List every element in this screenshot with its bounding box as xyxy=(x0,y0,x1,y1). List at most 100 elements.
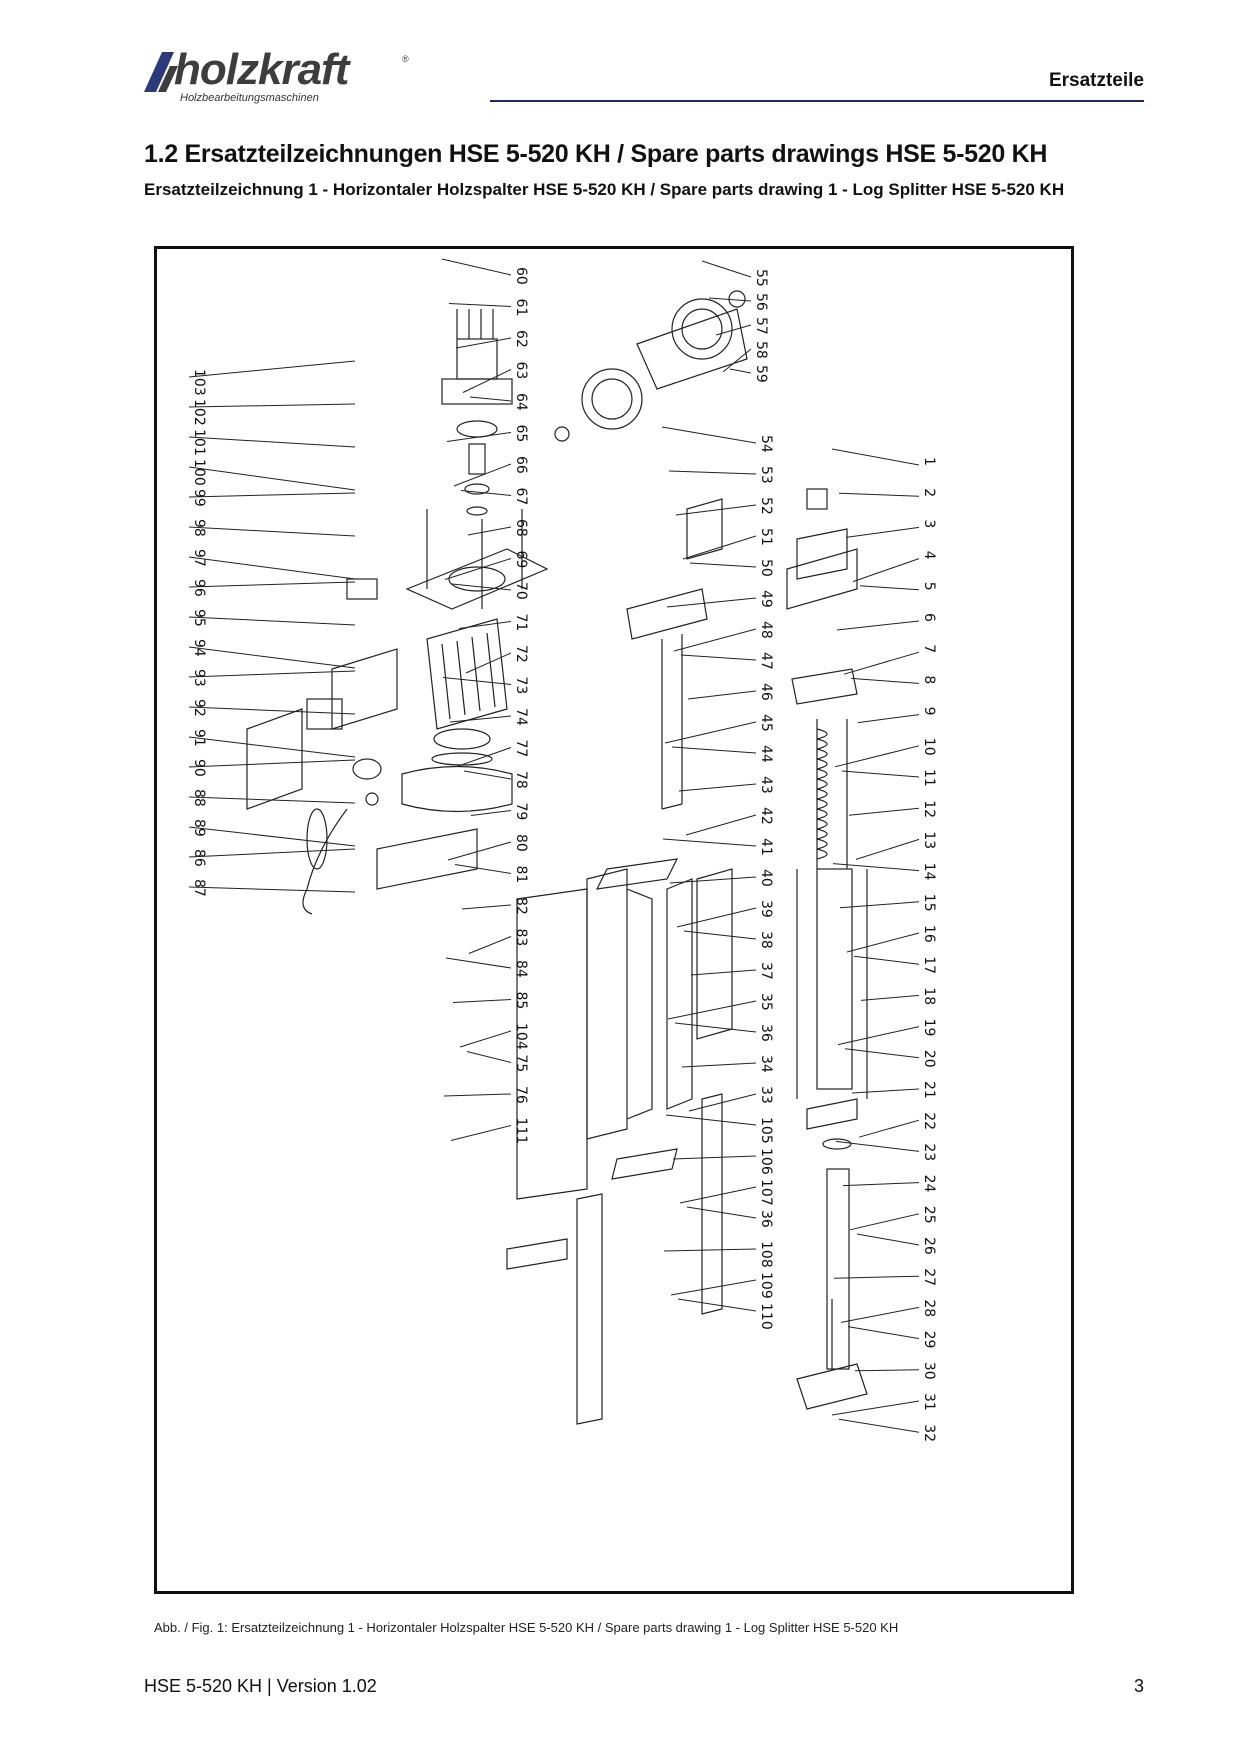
svg-text:64: 64 xyxy=(513,393,529,411)
svg-text:1: 1 xyxy=(921,457,937,466)
svg-text:51: 51 xyxy=(758,528,774,546)
part-number-79: 79 xyxy=(470,803,529,821)
page-subheading: Ersatzteilzeichnung 1 - Horizontaler Hol… xyxy=(144,180,1065,199)
svg-text:3: 3 xyxy=(921,519,937,528)
svg-text:54: 54 xyxy=(758,435,774,453)
part-number-24: 24 xyxy=(842,1175,937,1193)
leader-line-88 xyxy=(188,796,356,804)
svg-text:58: 58 xyxy=(753,341,769,359)
part-number-97: 97 xyxy=(188,549,356,580)
leader-line-33 xyxy=(688,1093,757,1112)
leader-line-31 xyxy=(831,1400,920,1416)
svg-text:82: 82 xyxy=(513,897,529,915)
leader-line-87 xyxy=(188,886,356,893)
svg-text:110: 110 xyxy=(758,1303,774,1330)
part-number-96: 96 xyxy=(188,579,356,597)
leader-line-13 xyxy=(855,838,920,860)
svg-text:21: 21 xyxy=(921,1081,937,1099)
part-number-86: 86 xyxy=(188,848,356,867)
part-number-63: 63 xyxy=(462,362,529,393)
part-number-3: 3 xyxy=(845,519,937,538)
part-number-69: 69 xyxy=(444,551,529,580)
part-number-18: 18 xyxy=(860,987,937,1005)
part-number-105: 105 xyxy=(665,1114,774,1144)
leader-line-92 xyxy=(188,706,356,715)
leader-line-36 xyxy=(674,1022,757,1033)
part-number-77: 77 xyxy=(456,740,529,767)
part-number-48: 48 xyxy=(673,621,774,652)
svg-text:47: 47 xyxy=(758,652,774,670)
svg-text:77: 77 xyxy=(513,740,529,758)
svg-text:104: 104 xyxy=(513,1023,529,1050)
leader-line-41 xyxy=(662,838,757,847)
part-number-5: 5 xyxy=(859,582,937,591)
svg-text:105: 105 xyxy=(758,1117,774,1144)
leader-line-94 xyxy=(188,646,356,669)
leader-line-69 xyxy=(444,558,512,580)
leader-line-98 xyxy=(188,526,356,537)
part-number-106: 106 xyxy=(672,1148,774,1175)
part-number-36: 36 xyxy=(686,1206,774,1228)
svg-text:74: 74 xyxy=(513,708,529,726)
leader-line-79 xyxy=(470,810,512,816)
part-number-10: 10 xyxy=(834,738,937,768)
leader-line-61 xyxy=(448,303,512,307)
leader-line-85 xyxy=(452,999,512,1003)
svg-text:90: 90 xyxy=(191,759,207,777)
part-number-73: 73 xyxy=(442,677,529,694)
svg-text:66: 66 xyxy=(513,456,529,474)
leader-line-108 xyxy=(663,1248,757,1252)
leader-line-97 xyxy=(188,556,356,580)
leader-line-73 xyxy=(442,677,512,685)
svg-text:49: 49 xyxy=(758,590,774,608)
section-title: Ersatzteile xyxy=(1048,70,1144,91)
svg-text:40: 40 xyxy=(758,869,774,887)
svg-text:14: 14 xyxy=(921,863,937,881)
leader-line-24 xyxy=(842,1182,920,1187)
svg-text:88: 88 xyxy=(191,789,207,807)
svg-text:56: 56 xyxy=(753,293,769,311)
svg-text:29: 29 xyxy=(921,1331,937,1349)
leader-line-6 xyxy=(836,620,920,631)
part-number-16: 16 xyxy=(846,925,937,953)
part-number-49: 49 xyxy=(666,590,774,608)
leader-line-64 xyxy=(469,396,512,402)
part-number-4: 4 xyxy=(852,551,937,583)
part-number-109: 109 xyxy=(670,1272,774,1299)
part-number-15: 15 xyxy=(839,894,937,912)
leader-line-12 xyxy=(848,807,920,816)
part-number-57: 57 xyxy=(715,317,769,336)
leader-line-58 xyxy=(722,348,752,373)
leader-line-104 xyxy=(459,1030,512,1048)
part-number-40: 40 xyxy=(669,869,774,887)
svg-text:27: 27 xyxy=(921,1268,937,1286)
leader-line-30 xyxy=(854,1369,920,1372)
svg-text:6: 6 xyxy=(921,613,937,622)
svg-text:34: 34 xyxy=(758,1055,774,1073)
leader-line-49 xyxy=(666,597,757,608)
svg-text:62: 62 xyxy=(513,330,529,348)
svg-text:38: 38 xyxy=(758,931,774,949)
leader-line-10 xyxy=(834,745,920,768)
leader-line-46 xyxy=(687,690,757,700)
svg-text:76: 76 xyxy=(513,1086,529,1104)
svg-text:12: 12 xyxy=(921,800,937,818)
part-number-54: 54 xyxy=(661,426,774,453)
leader-line-56 xyxy=(708,297,752,302)
leader-line-80 xyxy=(447,841,512,861)
part-number-29: 29 xyxy=(847,1326,937,1349)
part-number-26: 26 xyxy=(856,1233,937,1255)
svg-text:107: 107 xyxy=(758,1179,774,1206)
leader-line-45 xyxy=(664,721,757,744)
svg-text:41: 41 xyxy=(758,838,774,856)
part-number-83: 83 xyxy=(468,929,529,954)
leader-line-14 xyxy=(832,863,920,872)
part-number-91: 91 xyxy=(188,729,356,758)
footer-page-number: 3 xyxy=(1133,1676,1144,1696)
svg-text:100: 100 xyxy=(191,459,207,486)
leader-line-37 xyxy=(690,969,757,976)
svg-text:79: 79 xyxy=(513,803,529,821)
svg-text:96: 96 xyxy=(191,579,207,597)
leader-line-9 xyxy=(857,714,920,724)
part-number-7: 7 xyxy=(843,644,937,675)
